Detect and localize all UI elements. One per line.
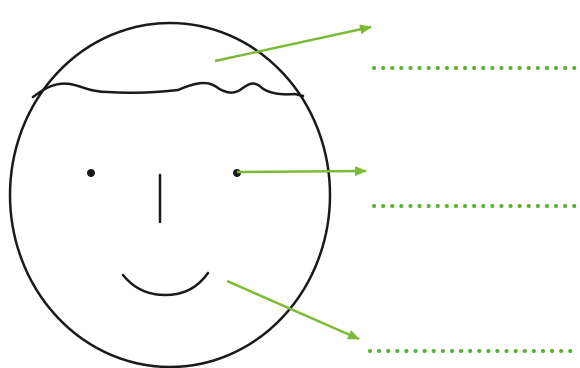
mouth-arrow	[227, 281, 359, 339]
mouth	[123, 273, 208, 295]
eye-arrow	[237, 171, 366, 172]
pointer-arrows	[215, 27, 371, 339]
answer-blanks	[370, 68, 578, 351]
left-eye	[87, 169, 95, 177]
head-outline	[10, 23, 330, 367]
hair-arrow	[215, 27, 371, 61]
hairline	[33, 83, 303, 97]
face-drawing	[10, 23, 330, 367]
